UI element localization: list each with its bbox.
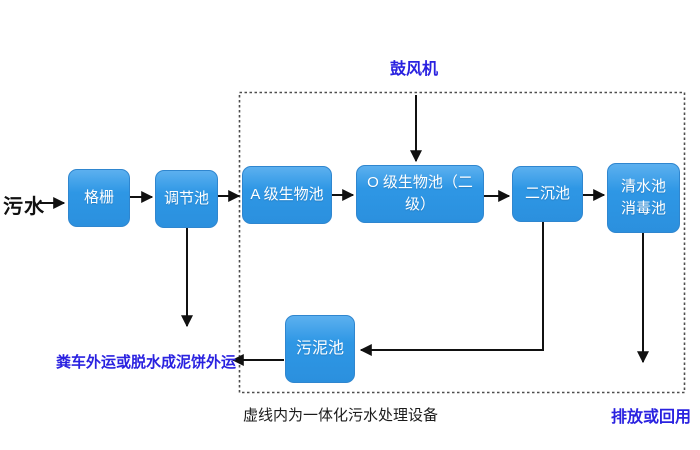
arrow-sedimentation-to-sludge: [359, 222, 544, 356]
box-grid-label: 格栅: [83, 189, 114, 207]
discharge-label: 排放或回用: [611, 409, 692, 426]
box-a-bio-tank: A 级生物池: [242, 166, 332, 224]
box-regulating-tank-label: 调节池: [163, 190, 209, 208]
blower-label: 鼓风机: [390, 61, 439, 78]
box-sludge-tank-label: 污泥池: [295, 340, 344, 358]
box-secondary-sedimentation-label: 二沉池: [524, 185, 570, 203]
boundary-caption: 虚线内为一体化污水处理设备: [243, 407, 439, 424]
influent-label: 污水: [3, 196, 45, 218]
box-clean-water-label: 清水池: [620, 178, 666, 196]
box-secondary-sedimentation-tank: 二沉池: [512, 166, 583, 222]
box-regulating-tank: 调节池: [155, 170, 218, 228]
box-o-bio-tank-label: O 级生物池（二级）: [367, 174, 473, 213]
box-o-bio-tank: O 级生物池（二级）: [356, 165, 484, 223]
box-a-bio-tank-label: A 级生物池: [250, 186, 324, 204]
box-sludge-tank: 污泥池: [285, 315, 355, 383]
box-disinfection-label: 消毒池: [620, 200, 666, 217]
box-clean-water-disinfection-tank: 清水池 消毒池: [607, 163, 680, 233]
sludge-disposal-label: 粪车外运或脱水成泥饼外运: [56, 354, 237, 371]
box-grid: 格栅: [68, 169, 130, 227]
